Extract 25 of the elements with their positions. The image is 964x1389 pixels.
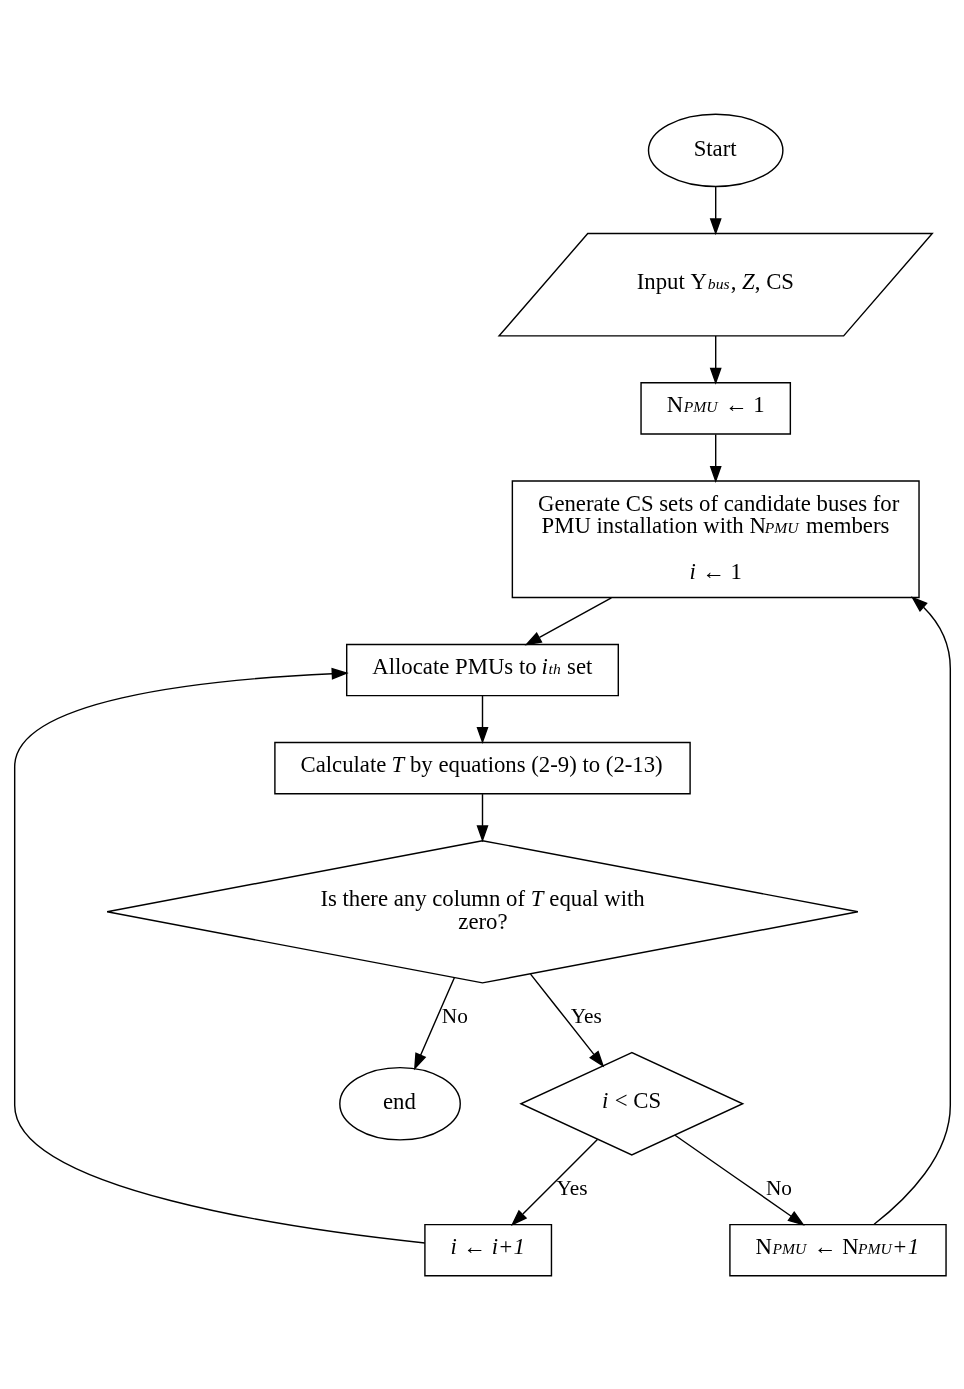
arrow bbox=[524, 596, 612, 645]
node-ellipse: end bbox=[338, 1066, 461, 1141]
node-box: NPMU ← 1 bbox=[639, 381, 791, 435]
arrow bbox=[510, 1138, 598, 1226]
arrow bbox=[476, 694, 488, 744]
node-ellipse: Start bbox=[647, 113, 784, 187]
arrow bbox=[709, 433, 722, 483]
node-box: Generate CS sets of candidate buses for PMU installation with NPMU members i ← 1 bbox=[511, 479, 920, 598]
node-diamond: Is there any column of T equal with zero? bbox=[105, 839, 859, 984]
arrow bbox=[872, 595, 951, 1225]
arrow bbox=[13, 667, 426, 1244]
edge-label: No bbox=[441, 1003, 468, 1028]
node-box: NPMU ← NPMU+1 bbox=[728, 1223, 947, 1276]
edge-label: Yes bbox=[570, 1003, 602, 1028]
node-box: Allocate PMUs to ith set bbox=[345, 643, 619, 696]
arrow bbox=[413, 976, 455, 1070]
arrow bbox=[673, 1134, 805, 1226]
edge-label: No bbox=[765, 1175, 792, 1200]
arrow bbox=[529, 972, 604, 1067]
edge-label: Yes bbox=[556, 1175, 588, 1200]
arrow bbox=[709, 334, 722, 385]
arrow bbox=[476, 792, 488, 842]
arrow bbox=[709, 185, 722, 235]
node-box: Calculate T by equations (2-9) to (2-13) bbox=[273, 741, 691, 794]
node-box: i ← i+1 bbox=[423, 1223, 552, 1276]
